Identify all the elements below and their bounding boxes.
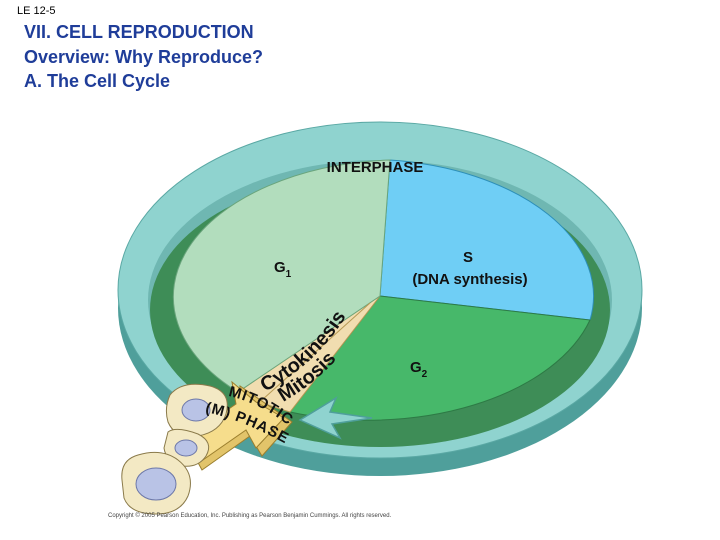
title-line-2: Overview: Why Reproduce?	[24, 47, 264, 67]
title-line-3: A. The Cell Cycle	[24, 71, 171, 91]
s-sublabel: (DNA synthesis)	[412, 271, 527, 288]
copyright-notice: Copyright © 2005 Pearson Education, Inc.…	[108, 513, 392, 519]
mitosis-divider	[261, 302, 371, 401]
slide-number: LE 12-5	[17, 5, 56, 17]
cycle-arrow-head	[298, 396, 373, 440]
dividing-cells	[121, 383, 228, 515]
interphase-label: INTERPHASE	[327, 159, 424, 176]
sector-g1	[172, 159, 391, 393]
g1-label: G1	[274, 259, 292, 280]
s-label: S	[463, 249, 473, 266]
sector-s	[379, 159, 595, 321]
title-line-1: VII. CELL REPRODUCTION	[24, 22, 254, 42]
g2-label: G2	[410, 359, 428, 380]
